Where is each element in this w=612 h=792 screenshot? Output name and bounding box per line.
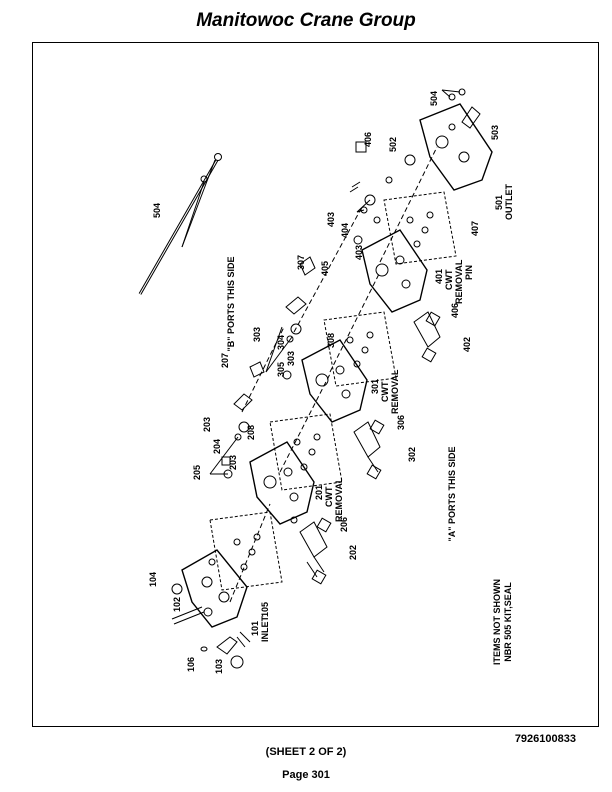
- callout-208: 208: [246, 425, 256, 440]
- callout-204: 204: [212, 439, 222, 454]
- callout-207: 207: [220, 353, 230, 368]
- inlet-label: INLET: [260, 615, 270, 642]
- callout-407: 407: [470, 221, 480, 236]
- removal-label-201: REMOVAL: [334, 477, 344, 522]
- callout-403a: 403: [326, 212, 336, 227]
- callout-406b: 406: [450, 303, 460, 318]
- callout-403b: 403: [354, 245, 364, 260]
- callout-205: 205: [192, 465, 202, 480]
- gasket-plates: [209, 191, 457, 591]
- callout-503: 503: [490, 125, 500, 140]
- b-ports-label: "B" PORTS THIS SIDE: [226, 256, 236, 351]
- outlet-section: [355, 88, 493, 191]
- items-not-shown-note: ITEMS NOT SHOWN NBR 505 KIT,SEAL: [492, 579, 513, 665]
- callout-206: 206: [339, 517, 349, 532]
- items-not-shown-line2: NBR 505 KIT,SEAL: [503, 582, 513, 662]
- callout-102: 102: [172, 597, 182, 612]
- callout-103: 103: [214, 659, 224, 674]
- exploded-valve-diagram: "B" PORTS THIS SIDE "A" PORTS THIS SIDE …: [138, 88, 514, 674]
- callout-502: 502: [388, 137, 398, 152]
- callout-307: 307: [296, 255, 306, 270]
- removal-label-301: REMOVAL: [390, 369, 400, 414]
- callout-308: 308: [326, 333, 336, 348]
- callout-201: 201: [314, 485, 324, 500]
- cwt-label-201: CWT: [324, 486, 334, 507]
- callout-304: 304: [276, 335, 286, 350]
- alignment-lines: [229, 146, 438, 603]
- callout-203a: 203: [202, 417, 212, 432]
- callout-202: 202: [348, 545, 358, 560]
- callout-504b: 504: [152, 203, 162, 218]
- callout-401: 401: [434, 269, 444, 284]
- sheet-indicator: (SHEET 2 OF 2): [265, 746, 347, 758]
- callout-106: 106: [186, 657, 196, 672]
- callout-306: 306: [396, 415, 406, 430]
- callout-302: 302: [407, 447, 417, 462]
- cwt-label-301: CWT: [380, 381, 390, 402]
- callout-105: 105: [260, 602, 270, 617]
- leader-lines: [209, 89, 461, 475]
- callout-501: 501: [494, 195, 504, 210]
- callout-104: 104: [148, 572, 158, 587]
- a-ports-label: "A" PORTS THIS SIDE: [447, 446, 457, 541]
- callout-301: 301: [370, 379, 380, 394]
- callout-101: 101: [250, 621, 260, 636]
- callout-303b: 303: [286, 351, 296, 366]
- page-title: Manitowoc Crane Group: [196, 10, 416, 31]
- callout-404: 404: [340, 223, 350, 238]
- b-ports-text: "B" PORTS THIS SIDE: [226, 256, 236, 351]
- work-section-401: [349, 176, 441, 363]
- cwt-label-401: CWT: [444, 269, 454, 290]
- work-section-301: [282, 256, 385, 480]
- pin-label: PIN: [464, 265, 474, 280]
- removal-label-401: REMOVAL: [454, 259, 464, 304]
- a-ports-text: "A" PORTS THIS SIDE: [447, 446, 457, 541]
- drawing-frame: [32, 42, 599, 727]
- tie-rod: [138, 153, 222, 295]
- callout-305: 305: [276, 362, 286, 377]
- gasket-holes: [233, 211, 434, 571]
- drawing-part-number: 7926100833: [514, 733, 576, 745]
- inlet-section: [171, 549, 251, 669]
- callout-303a: 303: [252, 327, 262, 342]
- page-number: Page 301: [282, 769, 330, 781]
- items-not-shown-line1: ITEMS NOT SHOWN: [492, 579, 502, 665]
- callout-402: 402: [462, 337, 472, 352]
- callout-405: 405: [320, 261, 330, 276]
- work-section-201: [221, 361, 332, 585]
- callout-504a: 504: [429, 91, 439, 106]
- callout-406a: 406: [363, 132, 373, 147]
- outlet-label: OUTLET: [504, 184, 514, 220]
- callout-203b: 203: [228, 455, 238, 470]
